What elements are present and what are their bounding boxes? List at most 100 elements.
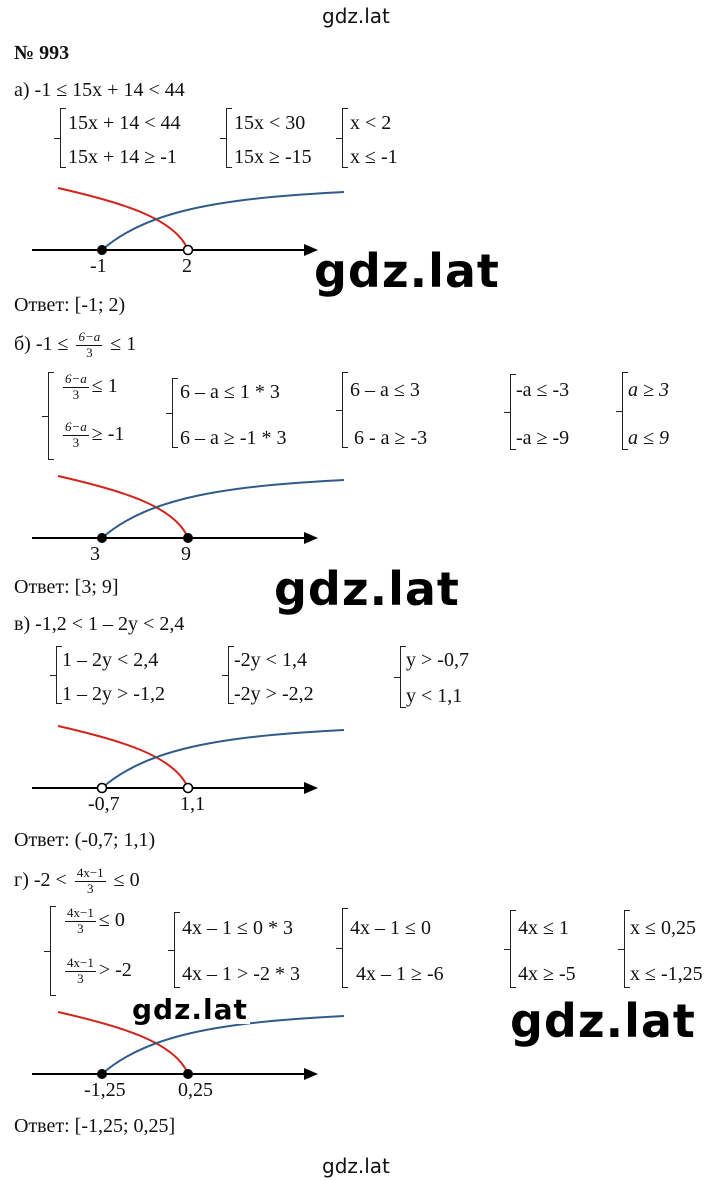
part-b-blue-curve: [101, 479, 345, 539]
part-a-system-1-brace: [54, 108, 66, 168]
part-a-system-2-brace: [220, 108, 232, 168]
part-v-system-2-row-2: -2y > -2,2: [234, 683, 314, 705]
part-a-point-right-open: [182, 244, 194, 256]
watermark-big-3: gdz.lat: [510, 994, 696, 1048]
part-g-system-2-row-2: 4x – 1 > -2 * 3: [182, 963, 300, 985]
part-b-system-5-row-2: a ≤ 9: [628, 427, 669, 449]
part-b-point-left-filled: [97, 533, 107, 543]
part-a-red-curve: [57, 187, 189, 251]
part-g-tick-left: -1,25: [84, 1079, 126, 1101]
watermark-big-1: gdz.lat: [314, 244, 500, 298]
part-a-system-3-row-2: x ≤ -1: [350, 146, 398, 168]
part-g-point-right-filled: [183, 1069, 193, 1079]
part-a-system-2-row-1: 15x < 30: [234, 112, 306, 134]
part-g-system-2-brace: [168, 912, 180, 988]
part-a-answer: Ответ: [-1; 2): [14, 294, 126, 316]
part-a-system-1-row-1: 15x + 14 < 44: [68, 112, 181, 134]
part-a-system-2-row-2: 15x ≥ -15: [234, 146, 312, 168]
part-b-system-4-brace: [504, 374, 516, 450]
part-v-system-1-brace: [50, 646, 62, 704]
part-g-system-4-row-1: 4x ≤ 1: [518, 917, 569, 939]
part-b-system-2-row-1: 6 – a ≤ 1 * 3: [180, 381, 280, 403]
part-g-tick-right: 0,25: [178, 1079, 213, 1101]
watermark-bottom: gdz.lat: [322, 1154, 390, 1178]
part-v-system-2-brace: [222, 646, 234, 704]
part-v-system-3-brace: [394, 646, 406, 708]
part-a-system-1-row-2: 15x + 14 ≥ -1: [68, 146, 177, 168]
part-b-system-2-row-2: 6 – a ≥ -1 * 3: [180, 427, 287, 449]
part-b-point-right-filled: [183, 533, 193, 543]
part-a-statement: а) -1 ≤ 15x + 14 < 44: [14, 79, 185, 101]
part-b-tick-right: 9: [181, 543, 191, 565]
part-a-tick-left: -1: [90, 255, 107, 277]
part-a-system-3-row-1: x < 2: [350, 112, 392, 134]
part-a-number-line: [32, 187, 345, 256]
part-g-system-3-brace: [336, 908, 348, 988]
part-v-answer: Ответ: (-0,7; 1,1): [14, 829, 156, 851]
part-b-system-3-brace: [336, 372, 348, 448]
part-b-system-2-brace: [166, 378, 178, 448]
part-b-system-4-row-2: -a ≥ -9: [516, 427, 570, 449]
watermark-partial: gdz.lat: [130, 993, 250, 1026]
part-b-system-1-brace: [42, 372, 54, 460]
part-v-statement: в) -1,2 < 1 – 2y < 2,4: [14, 613, 185, 635]
problem-number: № 993: [14, 42, 70, 64]
part-g-point-left-filled: [97, 1069, 107, 1079]
part-b-prefix: б) -1 ≤: [14, 333, 69, 356]
part-b-answer: Ответ: [3; 9]: [14, 576, 119, 598]
part-a-tick-right: 2: [182, 255, 192, 277]
part-b-system-3-row-2: 6 - a ≥ -3: [354, 427, 428, 449]
part-v-number-line: [32, 725, 345, 794]
part-g-blue-curve: [101, 1015, 345, 1075]
part-b-system-5-brace: [616, 372, 628, 450]
part-b-axis-arrow: [304, 532, 318, 544]
part-b-system-4-row-1: -a ≤ -3: [516, 379, 570, 401]
part-g-system-5-brace: [618, 910, 630, 988]
part-v-axis-arrow: [304, 782, 318, 794]
part-v-point-right-open: [182, 782, 194, 794]
part-v-system-3-row-1: y > -0,7: [406, 649, 469, 671]
part-g-system-1-brace: [44, 906, 56, 996]
part-v-blue-curve: [101, 729, 345, 789]
watermark-top: gdz.lat: [322, 4, 390, 28]
part-v-system-1-row-1: 1 – 2y < 2,4: [62, 649, 159, 671]
part-a-point-left-filled: [97, 245, 107, 255]
part-g-prefix: г) -2 <: [14, 869, 67, 892]
part-g-system-4-row-2: 4x ≥ -5: [518, 963, 576, 985]
part-v-system-3-row-2: y < 1,1: [406, 685, 463, 707]
watermark-big-2: gdz.lat: [274, 562, 460, 616]
part-v-tick-right: 1,1: [180, 793, 205, 815]
part-g-answer: Ответ: [-1,25; 0,25]: [14, 1115, 176, 1137]
part-g-system-2-row-1: 4x – 1 ≤ 0 * 3: [182, 917, 293, 939]
part-g-suffix: ≤ 0: [113, 869, 140, 892]
part-g-red-curve: [57, 1011, 189, 1075]
part-g-system-5-row-2: x ≤ -1,25: [630, 963, 703, 985]
part-b-system-3-row-1: 6 – a ≤ 3: [350, 379, 420, 401]
part-a-axis-arrow: [304, 244, 318, 256]
part-g-system-3-row-2: 4x – 1 ≥ -6: [356, 963, 444, 985]
part-b-number-line: [32, 475, 345, 544]
part-g-number-line: [32, 1011, 345, 1080]
part-b-red-curve: [57, 475, 189, 539]
part-v-red-curve: [57, 725, 189, 789]
part-b-suffix: ≤ 1: [110, 333, 137, 356]
part-g-axis-arrow: [304, 1068, 318, 1080]
part-v-tick-left: -0,7: [88, 793, 120, 815]
part-a-blue-curve: [101, 191, 345, 251]
part-g-system-5-row-1: x ≤ 0,25: [630, 917, 696, 939]
part-a-system-3-brace: [336, 108, 348, 168]
part-v-system-1-row-2: 1 – 2y > -1,2: [62, 683, 165, 705]
part-b-tick-left: 3: [90, 543, 100, 565]
part-g-system-3-row-1: 4x – 1 ≤ 0: [350, 917, 431, 939]
part-v-point-left-open: [96, 782, 108, 794]
part-g-system-4-brace: [504, 910, 516, 988]
part-v-system-2-row-1: -2y < 1,4: [234, 649, 307, 671]
